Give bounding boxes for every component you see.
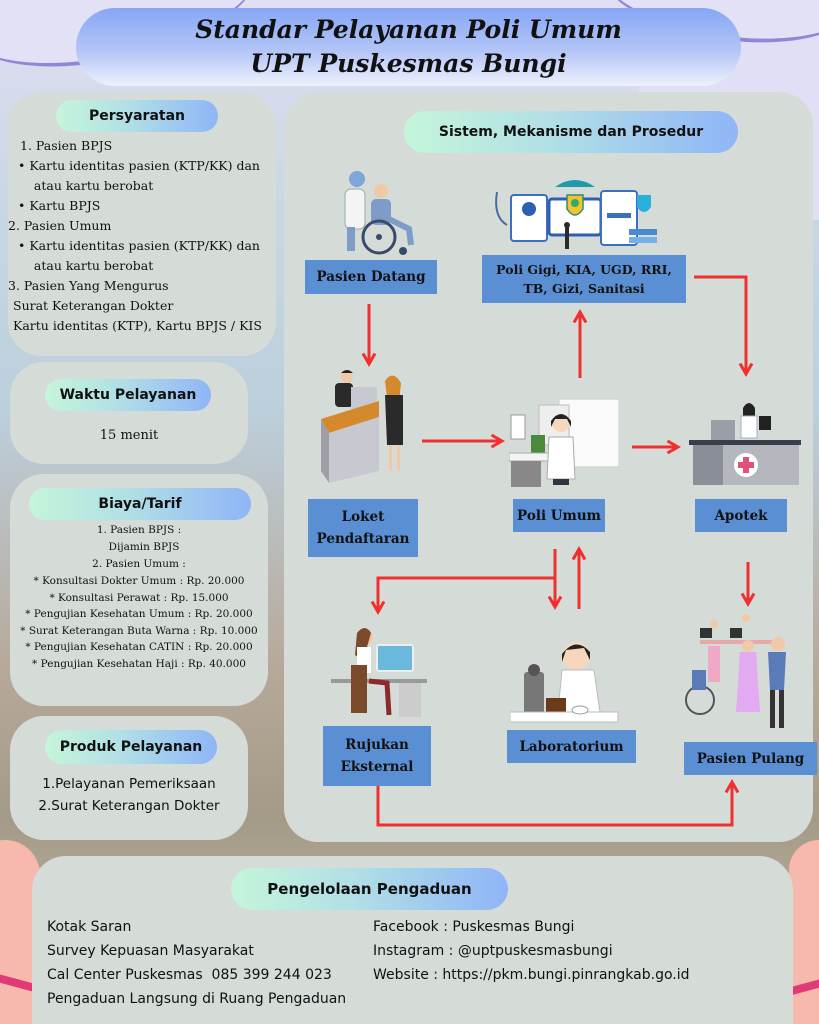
- facebook-link[interactable]: Facebook : Puskesmas Bungi: [373, 919, 575, 935]
- title-line-2: UPT Puskesmas Bungi: [250, 49, 567, 78]
- arrow-poli-lain-to-apotek: [694, 275, 754, 378]
- pengaduan-channel: Survey Kepuasan Masyarakat: [47, 943, 254, 959]
- fee-item-price: : Rp. 20.000: [187, 641, 253, 654]
- req-line: • Kartu identitas pasien (KTP/KK) dan: [18, 158, 260, 173]
- flow-panel: Sistem, Mekanisme dan Prosedur: [284, 92, 817, 842]
- pengaduan-channel: Cal Center Puskesmas 085 399 244 023: [47, 967, 332, 983]
- fee-item-name: * Surat Keterangan Buta Warna: [20, 624, 193, 637]
- req-line: Kartu identitas (KTP), Kartu BPJS / KIS: [13, 318, 262, 333]
- fee-item-price: : Rp. 10.000: [192, 624, 258, 637]
- waktu-value: 15 menit: [99, 428, 159, 443]
- fee-line: 1. Pasien BPJS :: [96, 524, 182, 536]
- flow-heading: Sistem, Mekanisme dan Prosedur: [404, 111, 738, 153]
- fee-item-name: * Pengujian Kesehatan CATIN: [25, 641, 188, 654]
- patients-leaving-illustration: [685, 614, 786, 728]
- produk-item: 2.Surat Keterangan Dokter: [38, 798, 220, 814]
- waktu-heading: Waktu Pelayanan: [45, 379, 211, 411]
- pengaduan-channel: Pengaduan Langsung di Ruang Pengaduan: [47, 991, 347, 1007]
- fee-item-name: * Konsultasi Perawat: [49, 591, 164, 604]
- fee-item-price: : Rp. 40.000: [181, 658, 246, 670]
- fee-item-price: : Rp. 15.000: [163, 591, 229, 604]
- instagram-link[interactable]: Instagram : @uptpuskesmasbungi: [373, 943, 613, 959]
- computer-worker-illustration: [331, 628, 427, 717]
- background-pink-shape-right: [789, 840, 819, 1024]
- node-pasien-datang: Pasien Datang: [305, 260, 437, 294]
- req-line: 3. Pasien Yang Mengurus: [8, 278, 169, 293]
- fee-item-price: : Rp. 20.000: [187, 608, 253, 621]
- fee-item: * Surat Keterangan Buta Warna : Rp. 10.0…: [10, 623, 268, 640]
- req-line: 1. Pasien BPJS: [20, 138, 113, 153]
- req-line: atau kartu berobat: [18, 178, 154, 193]
- fee-item-name: * Konsultasi Dokter Umum: [33, 575, 180, 587]
- biaya-panel: Biaya/Tarif 1. Pasien BPJS : Dijamin BPJ…: [10, 474, 268, 706]
- node-pasien-pulang: Pasien Pulang: [684, 742, 817, 775]
- fee-item: * Pengujian Kesehatan Umum : Rp. 20.000: [10, 606, 268, 623]
- title-line-1: Standar Pelayanan Poli Umum: [195, 15, 622, 44]
- lab-scientist-illustration: [510, 642, 619, 723]
- arrow-rujukan-to-pulang: [376, 755, 740, 827]
- fee-item: * Konsultasi Dokter Umum : Rp. 20.000: [10, 573, 268, 590]
- arrow-poli-umum-to-rujukan: [370, 549, 557, 616]
- waktu-panel: Waktu Pelayanan 15 menit: [10, 362, 248, 464]
- persyaratan-panel: Persyaratan 1. Pasien BPJS • Kartu ident…: [8, 92, 276, 356]
- fee-line: Dijamin BPJS: [108, 541, 180, 553]
- fee-item-name: * Pengujian Kesehatan Haji: [32, 658, 182, 670]
- pengaduan-heading: Pengelolaan Pengaduan: [231, 868, 508, 910]
- fee-item: * Pengujian Kesehatan CATIN : Rp. 20.000: [10, 639, 268, 656]
- node-laboratorium: Laboratorium: [507, 730, 636, 763]
- produk-heading: Produk Pelayanan: [45, 730, 217, 764]
- node-poli-umum: Poli Umum: [513, 499, 605, 532]
- produk-panel: Produk Pelayanan 1.Pelayanan Pemeriksaan…: [10, 716, 248, 840]
- wheelchair-patient-illustration: [344, 171, 414, 255]
- req-line: • Kartu identitas pasien (KTP/KK) dan: [18, 238, 260, 253]
- health-insurance-illustration: [495, 180, 657, 249]
- registration-counter-illustration: [321, 370, 403, 483]
- flow-arrows: [361, 275, 756, 827]
- node-loket-pendaftaran: Loket Pendaftaran: [308, 499, 418, 557]
- pengaduan-panel: Pengelolaan Pengaduan Kotak Saran Survey…: [32, 856, 793, 1024]
- website-link[interactable]: Website : https://pkm.bungi.pinrangkab.g…: [373, 967, 690, 983]
- fee-item: * Konsultasi Perawat : Rp. 15.000: [10, 590, 268, 607]
- produk-item: 1.Pelayanan Pemeriksaan: [42, 776, 216, 792]
- req-line: 2. Pasien Umum: [8, 218, 112, 233]
- req-line: Surat Keterangan Dokter: [13, 298, 174, 313]
- node-rujukan-eksternal: Rujukan Eksternal: [323, 726, 431, 786]
- node-poli-lain: Poli Gigi, KIA, UGD, RRI, TB, Gizi, Sani…: [482, 255, 686, 303]
- node-apotek: Apotek: [695, 499, 787, 532]
- fee-item: * Pengujian Kesehatan Haji : Rp. 40.000: [10, 656, 268, 673]
- req-line: • Kartu BPJS: [18, 198, 101, 213]
- title-banner: Standar Pelayanan Poli Umum UPT Puskesma…: [76, 8, 741, 86]
- doctor-office-illustration: [509, 398, 619, 487]
- persyaratan-heading: Persyaratan: [56, 100, 218, 132]
- biaya-heading: Biaya/Tarif: [29, 488, 251, 520]
- pharmacy-counter-illustration: [689, 403, 801, 485]
- fee-item-price: : Rp. 20.000: [179, 575, 245, 587]
- fee-item-name: * Pengujian Kesehatan Umum: [25, 608, 188, 621]
- fee-line: 2. Pasien Umum :: [92, 558, 186, 570]
- pengaduan-channel: Kotak Saran: [47, 919, 132, 935]
- req-line: atau kartu berobat: [18, 258, 154, 273]
